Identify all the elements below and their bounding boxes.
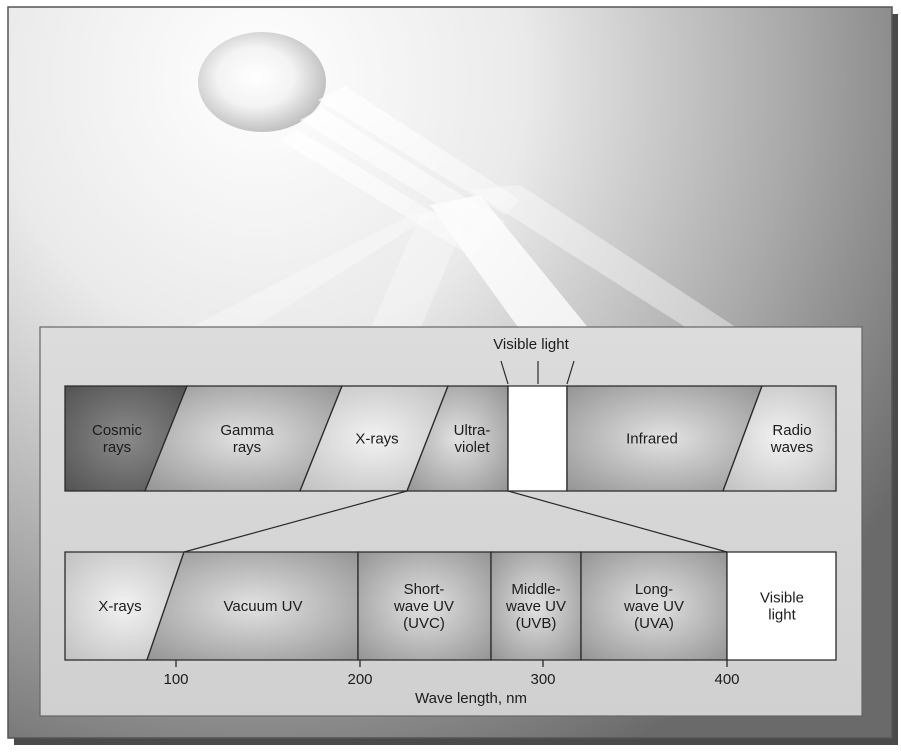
top-band-label-line: rays [233,439,261,456]
uv-band-label-line: Middle- [511,581,560,598]
uv-band-label-line: X-rays [98,598,141,615]
uv-band-label-line: Visible [760,590,804,607]
uv-band-label-line: Vacuum UV [224,598,303,615]
uv-band-middle-wave-uv-uvb: Middle-wave UV(UVB) [490,551,582,661]
axis-tick-label: 400 [714,671,739,688]
top-band-shape [722,385,837,492]
uv-band-label-line: Long- [635,581,673,598]
visible-light-callout-label: Visible light [493,336,569,353]
uv-band-vacuum-uv: Vacuum UV [146,551,359,661]
sun [198,32,326,132]
uv-band-label-line: wave UV [623,598,684,615]
top-band-label-line: Ultra- [454,422,491,439]
uv-band-x-rays: X-rays [64,551,185,661]
uv-band-label-line: light [768,607,796,624]
uv-band-label-line: (UVA) [634,615,674,632]
axis-label: Wave length, nm [415,690,527,707]
uv-band-label-line: wave UV [393,598,454,615]
top-band-label-line: Infrared [626,431,678,448]
uv-band-label-line: (UVB) [516,615,557,632]
uv-band-long-wave-uv-uva: Long-wave UV(UVA) [580,551,728,661]
top-band-ultra-violet: Ultra-violet [406,385,509,492]
top-band-label-line: Gamma [220,422,274,439]
top-band-label-line: waves [770,439,814,456]
top-band-label-line: Radio [772,422,811,439]
top-band-label-line: Cosmic [92,422,143,439]
top-band-label-line: rays [103,439,131,456]
axis-tick-label: 200 [347,671,372,688]
top-band-label-line: X-rays [355,431,398,448]
light-beams [185,86,740,330]
top-band-blank [507,385,568,492]
uv-band-short-wave-uv-uvc: Short-wave UV(UVC) [357,551,492,661]
uv-band-label-line: (UVC) [403,615,445,632]
zoom-line-left [183,490,408,553]
wavelength-axis: 100 200 300 400 [163,660,740,688]
uv-band-label-line: Short- [404,581,445,598]
top-band-shape [507,385,568,492]
uv-band-shape [726,551,837,661]
top-band-infrared: Infrared [566,385,763,492]
top-band-label-line: violet [454,439,490,456]
callout-line-left [500,360,509,385]
axis-tick-label: 100 [163,671,188,688]
zoom-line-right [507,490,728,553]
uv-band-label-line: wave UV [505,598,566,615]
axis-tick-label: 300 [530,671,555,688]
callout-line-right [566,360,575,385]
